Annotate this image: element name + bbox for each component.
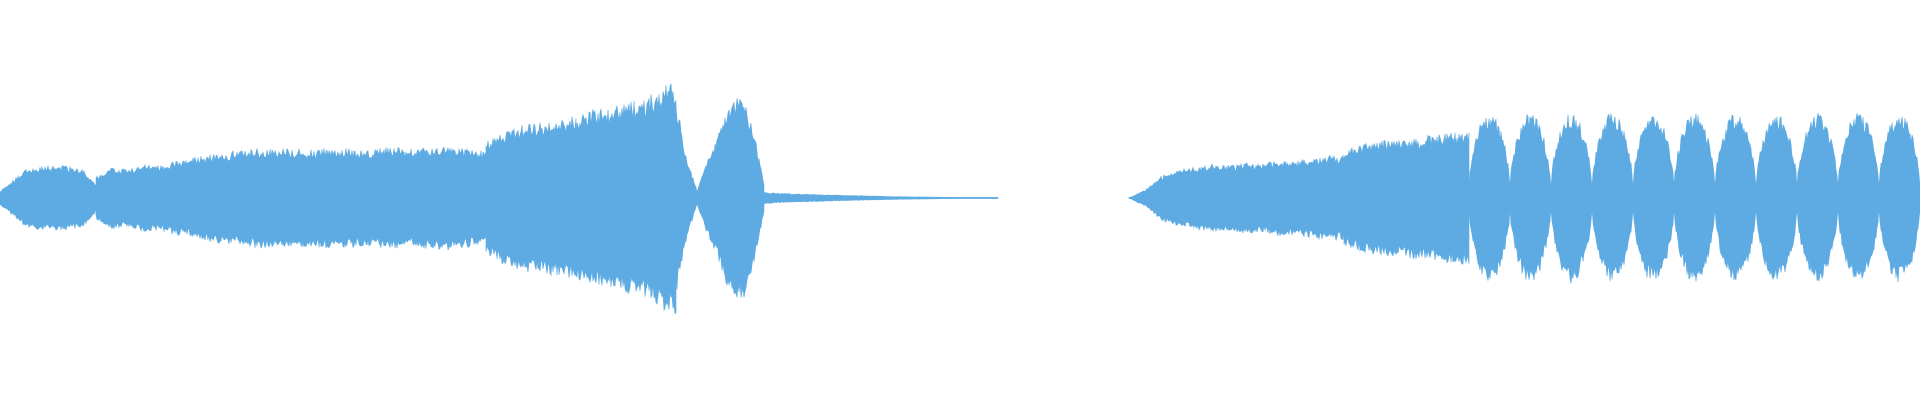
waveform-segment-6 [696,98,765,298]
waveform-segment-8 [1128,154,1345,241]
waveform-segment-9 [1343,132,1470,265]
waveform-segment-2 [191,146,487,251]
waveform-segment-4 [575,83,677,315]
waveform-segment-10 [1468,113,1920,284]
waveform-layer [0,83,1920,315]
waveform-segment-1 [95,159,193,237]
waveform-segment-5 [675,105,698,290]
waveform-segment-3 [485,116,577,278]
waveform-segment-0 [0,165,97,231]
